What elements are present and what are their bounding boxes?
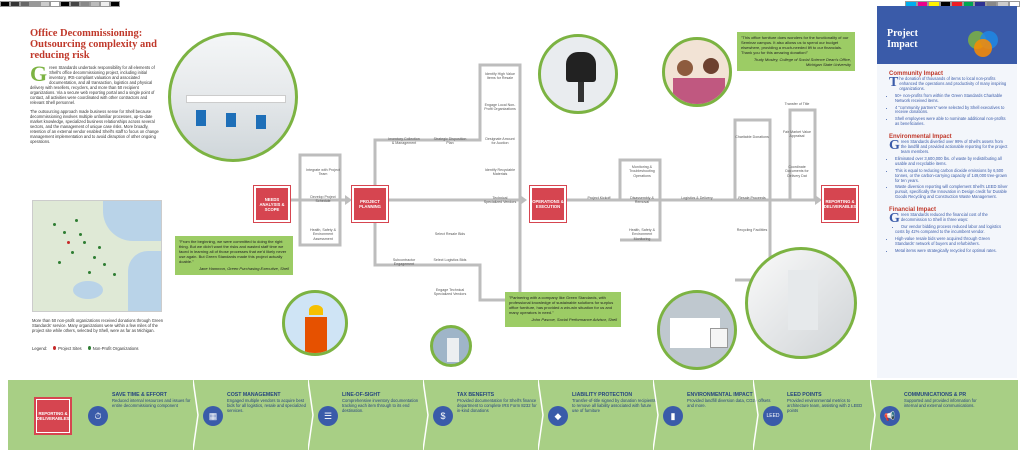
- benefit-title: ENVIRONMENTAL IMPACT: [687, 392, 753, 398]
- benefit-description: Engaged multiple vendors to acquire best…: [227, 398, 306, 413]
- chevron-divider: [869, 379, 876, 451]
- map-legend: Legend: Project Sites Non-Profit Organiz…: [32, 346, 139, 351]
- chevron-divider: [192, 379, 199, 451]
- benefit-title: SAVE TIME & EFFORT: [112, 392, 167, 398]
- donation-map: [32, 200, 162, 312]
- benefit-title: TAX BENEFITS: [457, 392, 495, 398]
- step: Health, Safety & Environment Assessment: [310, 228, 336, 241]
- children-photo: [662, 37, 732, 107]
- stage-needs-analysis: NEEDS ANALYSIS & SCOPE: [253, 185, 291, 223]
- band-stage-reporting: REPORTING & DELIVERABLES: [34, 397, 72, 435]
- step: Charitable Donations: [735, 135, 769, 139]
- chevron-divider: [752, 379, 759, 451]
- step: Designate Amount for Auction: [485, 137, 515, 146]
- step: Select Logistics Bids: [433, 258, 467, 262]
- step: Strategic Disposition Plan: [433, 137, 467, 146]
- intro-column: Office Decommissioning: Outsourcing comp…: [30, 28, 162, 144]
- step: Coordinate Documents for Delivery Dat: [785, 165, 809, 178]
- truck-photo: [657, 290, 737, 370]
- benefit-title: LIABILITY PROTECTION: [572, 392, 633, 398]
- step: Identify Recyclable Materials: [484, 168, 516, 177]
- step: Resale Proceeds: [738, 196, 766, 200]
- step: Disassembly & Removal: [630, 196, 654, 205]
- map-caption: More than 50 non-profit organizations re…: [32, 318, 164, 333]
- step: Fair Market Value Appraisal: [782, 130, 812, 139]
- bar-chart-icon: ▮: [663, 406, 683, 426]
- shield-icon: ◆: [548, 406, 568, 426]
- calculator-icon: ▦: [203, 406, 223, 426]
- benefit-title: COST MANAGEMENT: [227, 392, 281, 398]
- stopwatch-icon: ⏱: [88, 406, 108, 426]
- step: Engage Technical Specialized Vendors: [433, 288, 467, 297]
- process-flow: NEEDS ANALYSIS & SCOPE PROJECT PLANNING …: [168, 32, 859, 370]
- benefit-title: LINE-OF-SIGHT: [342, 392, 381, 398]
- worker-photo: [282, 290, 348, 356]
- step: Technical Specialized Vendors: [483, 196, 517, 205]
- quote-shell-hammon: "From the beginning, we were committed t…: [175, 236, 293, 276]
- benefit-title: LEED POINTS: [787, 392, 822, 398]
- step: Recycling Facilities: [736, 228, 768, 232]
- benefit-description: Transfer-of-title signed by donation rec…: [572, 398, 656, 413]
- benefit-description: Provided documentation for Shell's finan…: [457, 398, 537, 413]
- leed-icon: LEED: [763, 406, 783, 426]
- chevron-divider: [652, 379, 659, 451]
- benefit-description: Provided environmental metrics to archit…: [787, 398, 863, 413]
- chevron-divider: [307, 379, 314, 451]
- stage-reporting: REPORTING & DELIVERABLES: [821, 185, 859, 223]
- step: Engage Local Non-Profit Organizations: [484, 103, 516, 112]
- step: Inventory Collection & Management: [388, 137, 420, 146]
- money-icon: $: [433, 406, 453, 426]
- chair-photo: [538, 34, 618, 114]
- step: Select Resale Bids: [434, 232, 466, 236]
- step: Logistics & Delivery: [681, 196, 713, 200]
- benefit-description: Reduced internal resources and issues fo…: [112, 398, 191, 408]
- stage-project-planning: PROJECT PLANNING: [351, 185, 389, 223]
- megaphone-icon: 📢: [880, 406, 900, 426]
- step: Project Kickoff: [587, 196, 611, 200]
- office-photo: [168, 32, 298, 162]
- dropcap: G: [30, 61, 48, 86]
- step: Integrate with Project Team: [306, 168, 340, 177]
- list-icon: ☰: [318, 406, 338, 426]
- step: Health, Safety & Environment Monitoring: [629, 228, 655, 241]
- step: Identify High Value Items for Resale: [485, 72, 515, 81]
- quote-msu: "This office furniture does wonders for …: [737, 32, 855, 72]
- benefit-description: Provided landfill diversion data, CO2e o…: [687, 398, 771, 408]
- step: Monitoring & Troubleshooting Operations: [629, 165, 655, 178]
- step: Develop Project Schedule: [310, 195, 336, 204]
- benefit-description: Supported and provided information for i…: [904, 398, 977, 408]
- chevron-divider: [422, 379, 429, 451]
- benefit-description: Comprehensive inventory documentation tr…: [342, 398, 419, 413]
- benefit-title: COMMUNICATIONS & PR: [904, 392, 967, 398]
- quote-shell-pascoe: "Partnering with a company like Green St…: [505, 292, 621, 327]
- stage-operations: OPERATIONS & EXECUTION: [529, 185, 567, 223]
- step: Subcontractor Engagement: [392, 258, 416, 267]
- venn-icon: [968, 31, 998, 57]
- impact-header: Project Impact: [877, 6, 1017, 64]
- benefits-band: REPORTING & DELIVERABLES ⏱ SAVE TIME & EF…: [8, 379, 1018, 451]
- registration-bar: [0, 1, 120, 7]
- chevron-divider: [537, 379, 544, 451]
- step: Transfer of Title: [784, 102, 810, 106]
- intro-paragraph-2: The outsourcing approach made business s…: [30, 109, 159, 144]
- page-title: Office Decommissioning: Outsourcing comp…: [30, 28, 157, 61]
- mover-photo: [430, 325, 472, 367]
- empty-office-photo: [745, 247, 857, 359]
